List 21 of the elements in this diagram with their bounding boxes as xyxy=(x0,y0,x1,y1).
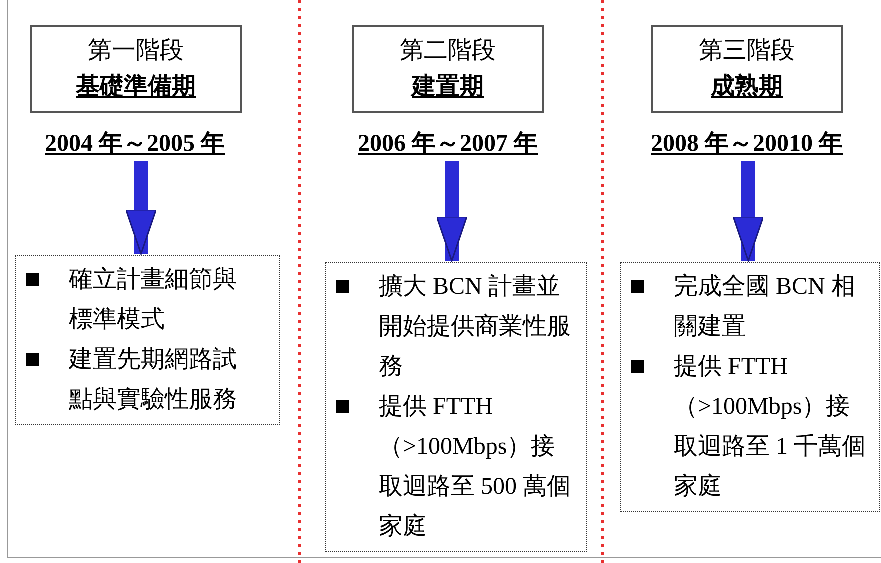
stage-name: 基礎準備期 xyxy=(75,72,197,102)
list-item-text: 提供 FTTH（>100Mbps）接取迴路至 500 萬個家庭 xyxy=(379,393,572,542)
bullet-list-box xyxy=(620,262,880,512)
list-item-text: 完成全國 BCN 相關建置 xyxy=(674,272,856,342)
stage-name: 成熟期 xyxy=(710,72,784,102)
period-text: 2004 年～2005 年 xyxy=(45,131,225,157)
stage-number: 第二階段 xyxy=(399,37,497,66)
list-item-text: 建置先期網路試點與實驗性服務 xyxy=(69,346,238,415)
bullet-list-box xyxy=(325,262,587,552)
list-item-text: 確立計畫細節與標準模式 xyxy=(69,266,238,335)
stage-number: 第三階段 xyxy=(698,37,796,66)
down-arrow xyxy=(732,161,764,262)
period-text: 2008 年～20010 年 xyxy=(651,131,843,157)
stage-number: 第一階段 xyxy=(87,37,185,66)
period-text: 2006 年～2007 年 xyxy=(358,131,538,157)
list-item-text: 擴大 BCN 計畫並開始提供商業性服務 xyxy=(379,273,572,382)
down-arrow xyxy=(126,161,157,255)
list-item-text: 提供 FTTH（>100Mbps）接取迴路至 1 千萬個家庭 xyxy=(674,353,867,502)
bullet-list-box xyxy=(15,255,280,425)
stage-name: 建置期 xyxy=(410,72,485,102)
down-arrow xyxy=(436,161,468,262)
